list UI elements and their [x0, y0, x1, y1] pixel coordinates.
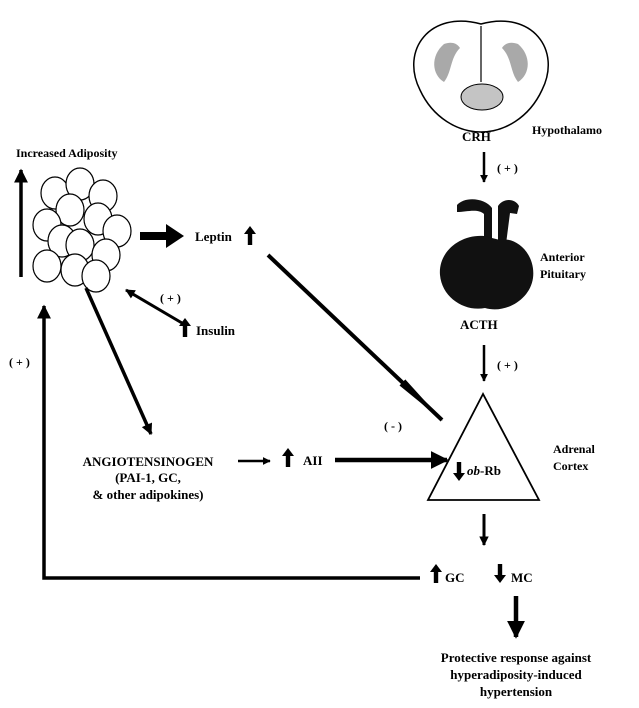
protective-response-line3: hypertension — [480, 684, 553, 699]
pai-label: (PAI-1, GC, — [115, 470, 181, 485]
acth-label: ACTH — [460, 317, 498, 332]
adipokines-label: & other adipokines) — [93, 487, 204, 502]
anterior-label: Anterior — [540, 250, 585, 264]
gc-feedback-loop-arrow — [37, 304, 420, 580]
leptin-label: Leptin — [195, 229, 233, 244]
rb-label: -Rb — [480, 463, 501, 478]
pituitary-illustration — [439, 199, 534, 310]
adrenal-cortex-triangle — [426, 392, 541, 501]
hypothalamo-label: Hypothalamo — [532, 123, 602, 137]
leptin-inhibition-label: ( - ) — [384, 419, 402, 433]
adiposity-angiotensinogen-arrow — [84, 287, 153, 436]
protective-response-line1: Protective response against — [441, 650, 592, 665]
insulin-adiposity-arrow — [125, 288, 183, 325]
acth-stimulation-label: ( + ) — [497, 358, 518, 372]
pituitary-label: Pituitary — [540, 267, 586, 281]
aii-up-arrow-icon — [282, 448, 294, 467]
adipocyte-cluster — [32, 167, 132, 293]
gc-feedback-label: ( + ) — [9, 355, 30, 369]
insulin-label: Insulin — [196, 323, 236, 338]
ob-rb-label: ob-Rb — [467, 463, 501, 478]
crh-label: CRH — [462, 129, 491, 144]
adrenal-label: Adrenal — [553, 442, 595, 456]
hypothalamus-illustration — [413, 20, 549, 133]
gc-up-arrow-icon — [430, 564, 442, 583]
protective-response-line2: hyperadiposity-induced — [450, 667, 582, 682]
insulin-stimulation-label: ( + ) — [160, 291, 181, 305]
mc-label: MC — [511, 570, 533, 585]
cortex-label: Cortex — [553, 459, 588, 473]
crh-stimulation-label: ( + ) — [497, 161, 518, 175]
gc-label: GC — [445, 570, 465, 585]
aii-label: AII — [303, 453, 323, 468]
leptin-adrenal-arrow — [266, 253, 444, 422]
increased-adiposity-title: Increased Adiposity — [16, 146, 117, 160]
adiposity-leptin-arrow — [140, 224, 184, 248]
mc-down-arrow-icon — [494, 564, 506, 583]
leptin-up-arrow-icon — [244, 226, 256, 245]
ob-label: ob — [467, 463, 481, 478]
angiotensinogen-label: ANGIOTENSINOGEN — [83, 454, 214, 469]
